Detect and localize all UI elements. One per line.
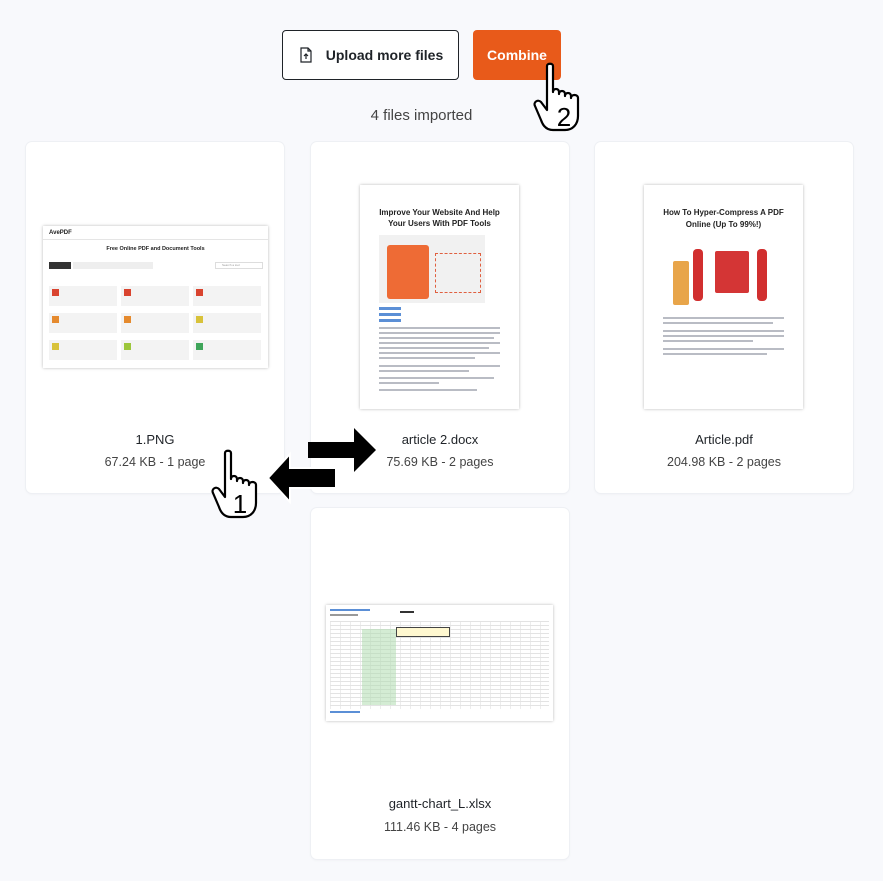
preview-heading: Free Online PDF and Document Tools	[106, 246, 205, 252]
file-thumbnail: Improve Your Website And Help Your Users…	[360, 185, 519, 409]
preview-heading: How To Hyper-Compress A PDF Online (Up T…	[663, 208, 784, 229]
upload-more-files-button[interactable]: Upload more files	[282, 30, 459, 80]
file-thumbnail: How To Hyper-Compress A PDF Online (Up T…	[644, 185, 803, 409]
file-thumbnail	[326, 605, 553, 721]
file-card-1[interactable]: AvePDF Free Online PDF and Document Tool…	[26, 142, 284, 493]
file-card-4[interactable]: gantt-chart_L.xlsx 111.46 KB - 4 pages	[311, 508, 569, 859]
file-name: 1.PNG	[135, 432, 175, 447]
file-meta: 75.69 KB - 2 pages	[386, 455, 494, 469]
preview-search: Search a tool	[215, 262, 263, 269]
file-name: Article.pdf	[695, 432, 753, 447]
file-card-3[interactable]: How To Hyper-Compress A PDF Online (Up T…	[595, 142, 853, 493]
combine-button[interactable]: Combine	[473, 30, 561, 80]
file-meta: 111.46 KB - 4 pages	[383, 820, 497, 834]
combine-label: Combine	[487, 47, 547, 63]
files-imported-status: 4 files imported	[370, 107, 473, 124]
file-meta: 67.24 KB - 1 page	[104, 455, 206, 469]
preview-heading: Improve Your Website And Help Your Users…	[379, 208, 500, 228]
file-card-2[interactable]: Improve Your Website And Help Your Users…	[311, 142, 569, 493]
file-name: article 2.docx	[401, 432, 479, 447]
file-name: gantt-chart_L.xlsx	[388, 796, 492, 811]
upload-more-files-label: Upload more files	[325, 47, 444, 63]
file-thumbnail: AvePDF Free Online PDF and Document Tool…	[43, 226, 268, 368]
file-meta: 204.98 KB - 2 pages	[667, 455, 781, 469]
file-upload-icon	[300, 47, 312, 63]
preview-logo: AvePDF	[49, 230, 72, 236]
cursor-1-number: 1	[233, 489, 247, 519]
